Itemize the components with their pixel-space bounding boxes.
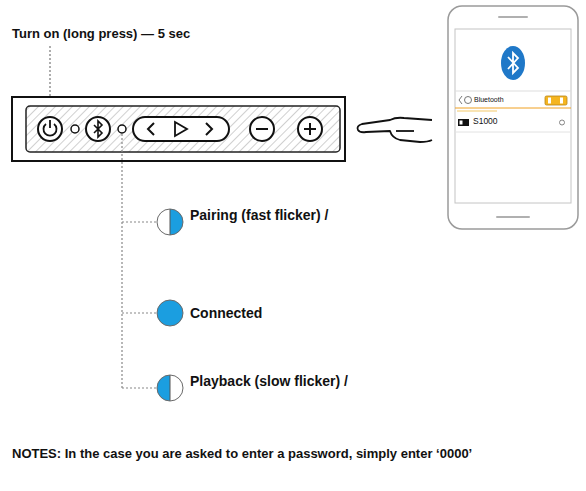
- volume-up-button: [298, 117, 322, 141]
- bluetooth-button: [86, 117, 110, 141]
- button-strip: [26, 106, 340, 152]
- instruction-label: Turn on (long press) — 5 sec: [12, 26, 312, 41]
- phone-outline: [447, 5, 579, 230]
- leader-line: [122, 134, 156, 388]
- transport-buttons: [133, 117, 229, 141]
- control-panel: [12, 97, 345, 161]
- status-indicator: Connected: [154, 297, 454, 329]
- note-text: NOTES: In the case you are asked to ente…: [12, 446, 586, 461]
- pointing-hand: [358, 118, 433, 142]
- phone-screen: BluetoothS1000: [447, 5, 579, 230]
- status-led: [118, 125, 126, 133]
- menu-title: Bluetooth: [474, 95, 504, 104]
- volume-down-button: [250, 117, 274, 141]
- status-label: Pairing (fast flicker) /: [190, 206, 328, 224]
- status-indicator: Playback (slow flicker) /: [154, 372, 454, 404]
- device-name: S1000: [473, 116, 498, 127]
- power-button: [38, 117, 62, 141]
- status-label: Connected: [190, 304, 262, 322]
- status-indicator: Pairing (fast flicker) /: [154, 206, 454, 238]
- status-label: Playback (slow flicker) /: [190, 372, 348, 390]
- power-led: [71, 125, 79, 133]
